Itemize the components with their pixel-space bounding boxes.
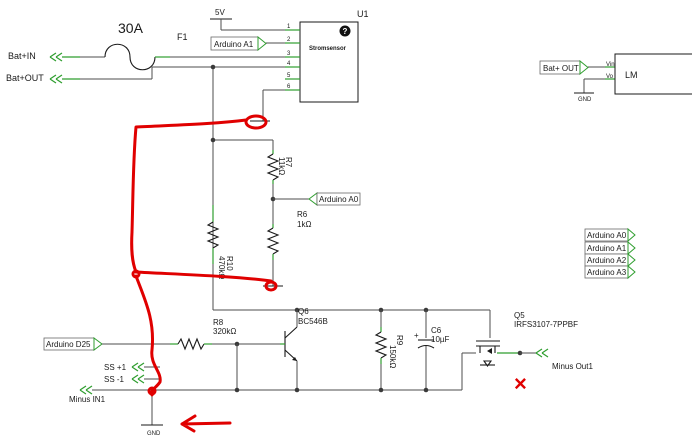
resistor-r6[interactable]: R6 1kΩ bbox=[266, 210, 311, 260]
ss-minus-terminal[interactable]: SS -1 bbox=[104, 374, 160, 384]
red-circle-u1-pin6 bbox=[244, 114, 268, 130]
u1-name: Stromsensor bbox=[309, 46, 347, 52]
bat-out-terminal[interactable]: Bat+OUT bbox=[6, 73, 80, 84]
red-circle-r6-bottom bbox=[264, 280, 278, 292]
red-junction-minus bbox=[147, 386, 157, 396]
ground-lm: GND bbox=[574, 92, 594, 103]
r9-value: 150kΩ bbox=[388, 345, 397, 368]
net-arduino-a0-divider[interactable]: Arduino A0 bbox=[308, 192, 361, 206]
u1-pin-5: 5 bbox=[287, 73, 291, 79]
regulator-lm[interactable]: Vin Vo LM bbox=[605, 53, 692, 95]
minus-out-terminal[interactable]: Minus Out1 bbox=[535, 348, 593, 371]
red-cross-icon: × bbox=[514, 371, 527, 396]
lm-pin-vin: Vin bbox=[606, 62, 615, 68]
resistor-r7[interactable]: R7 11kΩ bbox=[266, 150, 293, 184]
minus-in-terminal[interactable]: Minus IN1 bbox=[69, 385, 118, 404]
r7-ref: R7 bbox=[284, 157, 293, 168]
bat-in-label: Bat+IN bbox=[8, 51, 36, 61]
net-arduino-d25-label: Arduino D25 bbox=[46, 340, 91, 349]
net-list-a3-label: Arduino A3 bbox=[587, 268, 627, 277]
resistor-r9[interactable]: R9 150kΩ bbox=[374, 310, 404, 390]
arduino-net-list: Arduino A0 Arduino A1 Arduino A2 Arduino… bbox=[584, 227, 636, 280]
fuse-f1[interactable]: 30A F1 bbox=[104, 20, 188, 71]
net-arduino-a1-u1-label: Arduino A1 bbox=[214, 40, 254, 49]
ground-lm-label: GND bbox=[578, 97, 592, 103]
ss-plus-label: SS +1 bbox=[104, 363, 127, 372]
supply-5v-label: 5V bbox=[215, 8, 225, 17]
transistor-q6[interactable]: Q6 BC546B bbox=[280, 307, 328, 362]
mosfet-q5[interactable]: Q5 IRFS3107-7PPBF bbox=[461, 310, 578, 390]
bat-out-label: Bat+OUT bbox=[6, 73, 44, 83]
r8-ref: R8 bbox=[213, 318, 224, 327]
red-annotations: × bbox=[130, 114, 527, 433]
fuse-rating: 30A bbox=[118, 20, 144, 36]
r8-value: 320kΩ bbox=[213, 327, 236, 336]
net-list-a3[interactable]: Arduino A3 bbox=[584, 264, 636, 280]
resistor-r10[interactable]: R10 470kΩ bbox=[206, 205, 234, 279]
q5-ref: Q5 bbox=[514, 311, 525, 320]
net-arduino-a1-u1[interactable]: Arduino A1 bbox=[210, 35, 285, 52]
net-list-a1[interactable]: Arduino A1 bbox=[584, 240, 636, 256]
net-list-a1-label: Arduino A1 bbox=[587, 244, 627, 253]
q6-ref: Q6 bbox=[298, 307, 309, 316]
fuse-ref: F1 bbox=[177, 32, 188, 42]
red-wire-to-r6 bbox=[134, 270, 273, 283]
u1-ref: U1 bbox=[357, 9, 369, 19]
u1-help-icon[interactable]: ? bbox=[343, 27, 348, 36]
ground-main: GND bbox=[141, 424, 163, 437]
red-arrow-icon bbox=[180, 414, 232, 433]
net-list-a2-label: Arduino A2 bbox=[587, 256, 627, 265]
u1-pin-3: 3 bbox=[287, 51, 291, 57]
r10-value: 470kΩ bbox=[217, 256, 226, 279]
capacitor-c6[interactable]: + C6 10µF bbox=[414, 310, 450, 390]
lm-pin-vo: Vo bbox=[606, 74, 614, 80]
q5-part: IRFS3107-7PPBF bbox=[514, 320, 578, 329]
u1-stromsensor[interactable]: U1 Stromsensor ? 1 2 3 4 5 6 bbox=[285, 9, 369, 103]
net-arduino-d25[interactable]: Arduino D25 bbox=[43, 337, 103, 351]
u1-pin-2: 2 bbox=[287, 37, 291, 43]
r9-ref: R9 bbox=[395, 335, 404, 346]
ground-main-label: GND bbox=[147, 431, 161, 437]
ss-plus-terminal[interactable]: SS +1 bbox=[104, 362, 160, 372]
minus-in-label: Minus IN1 bbox=[69, 395, 106, 404]
r6-ref: R6 bbox=[297, 210, 308, 219]
red-wire-lower bbox=[134, 274, 162, 397]
q6-part: BC546B bbox=[298, 317, 328, 326]
net-arduino-a0-divider-label: Arduino A0 bbox=[319, 195, 359, 204]
c6-value: 10µF bbox=[431, 335, 450, 344]
u1-pin-1: 1 bbox=[287, 24, 291, 30]
net-list-a2[interactable]: Arduino A2 bbox=[584, 252, 636, 268]
bat-in-terminal[interactable]: Bat+IN bbox=[8, 51, 80, 62]
ss-minus-label: SS -1 bbox=[104, 375, 125, 384]
u1-pin-6: 6 bbox=[287, 84, 291, 90]
r7-value: 11kΩ bbox=[277, 157, 286, 175]
net-list-a0-label: Arduino A0 bbox=[587, 231, 627, 240]
red-wire-upper bbox=[130, 118, 248, 274]
u1-pin-4: 4 bbox=[287, 61, 291, 67]
c6-ref: C6 bbox=[431, 326, 442, 335]
r6-value: 1kΩ bbox=[297, 220, 311, 229]
svg-text:+: + bbox=[414, 331, 419, 340]
r10-ref: R10 bbox=[225, 256, 234, 271]
net-list-a0[interactable]: Arduino A0 bbox=[584, 227, 636, 243]
net-bat-out-lm[interactable]: Bat+ OUT bbox=[539, 59, 589, 76]
lm-ref: LM bbox=[625, 70, 638, 80]
resistor-r8[interactable]: R8 320kΩ bbox=[170, 318, 236, 351]
net-bat-out-lm-label: Bat+ OUT bbox=[543, 64, 579, 73]
minus-out-label: Minus Out1 bbox=[552, 362, 593, 371]
supply-5v: 5V bbox=[210, 8, 285, 31]
